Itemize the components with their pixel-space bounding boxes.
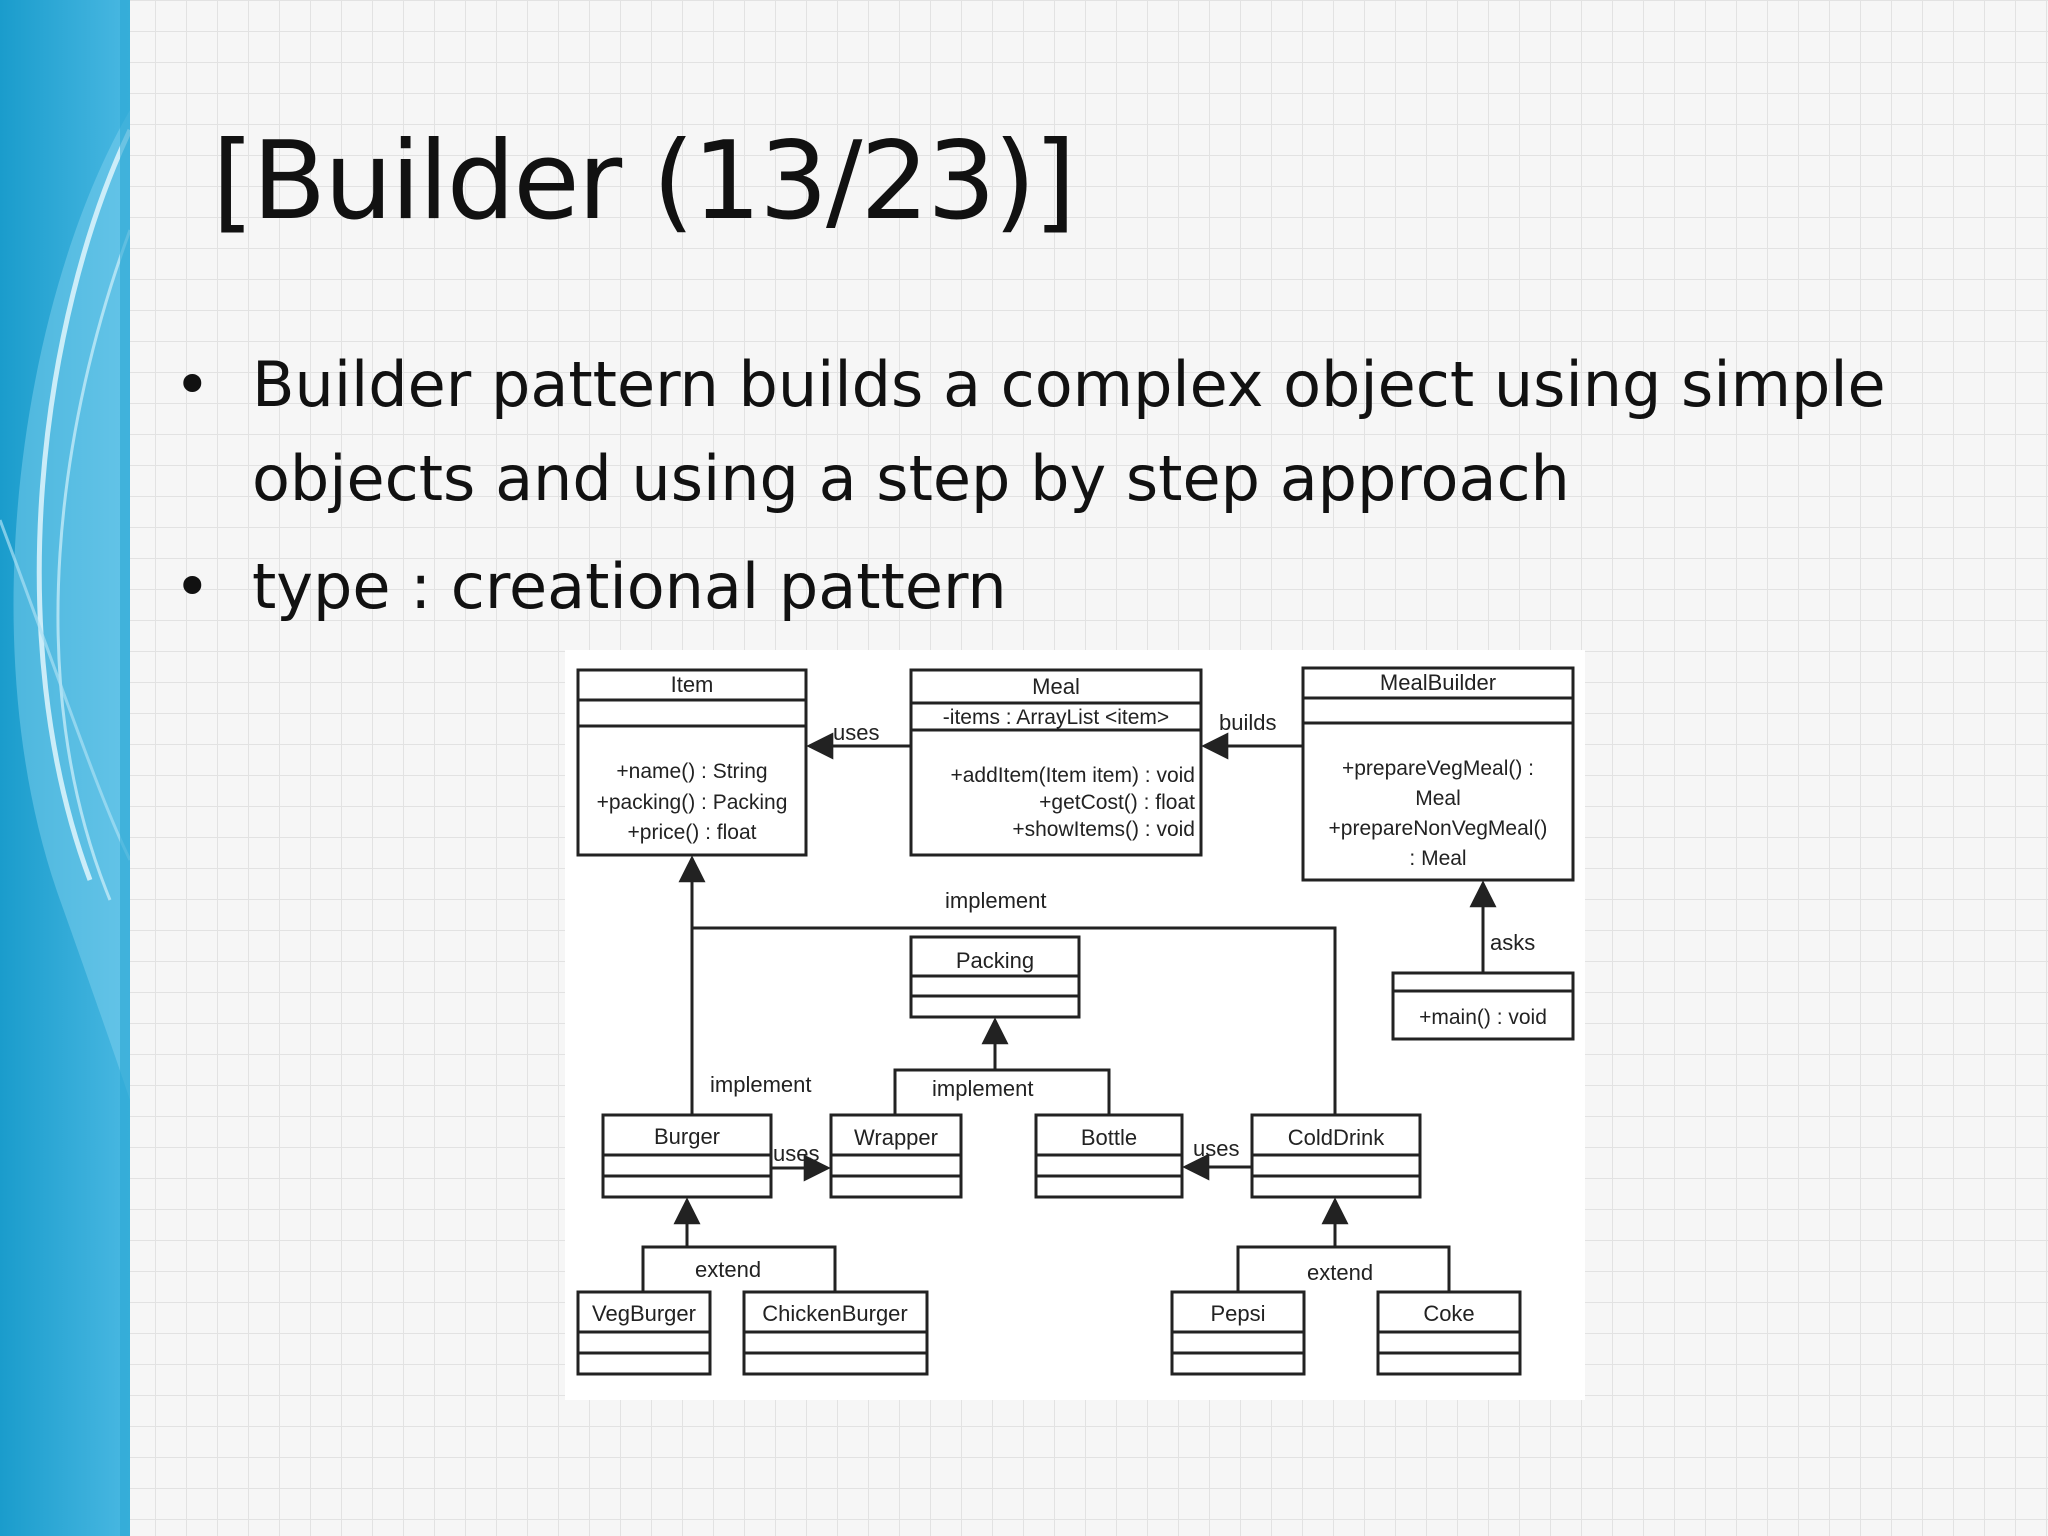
bullet-text: type : creational pattern <box>252 550 1007 623</box>
class-item-name: Item <box>671 672 714 697</box>
class-packing-name: Packing <box>956 948 1034 973</box>
implement-fork-packing <box>893 1068 1111 1115</box>
meal-method: +getCost() : float <box>1039 791 1195 814</box>
class-item-box <box>576 668 808 857</box>
extend-fork-colddrink <box>1236 1245 1451 1292</box>
label-uses: uses <box>773 1141 819 1166</box>
class-burger-name: Burger <box>654 1124 720 1149</box>
meal-attribute: -items : ArrayList <item> <box>943 706 1169 729</box>
label-asks: asks <box>1490 930 1535 955</box>
label-implement: implement <box>932 1076 1033 1101</box>
bullet-dot: • <box>174 550 211 623</box>
bullet-list: • Builder pattern builds a complex objec… <box>170 338 1990 648</box>
label-uses: uses <box>1193 1136 1239 1161</box>
bullet-dot: • <box>174 348 211 421</box>
side-decoration <box>0 0 130 1536</box>
label-uses: uses <box>833 720 879 745</box>
class-meal-box <box>909 668 1203 857</box>
label-implement: implement <box>710 1072 811 1097</box>
meal-method: +showItems() : void <box>1012 818 1195 841</box>
bullet-item: • type : creational pattern <box>170 540 1990 634</box>
uml-canvas: Item Meal MealBuilder Packing Burger Wra… <box>576 666 1575 1376</box>
bullet-item: • Builder pattern builds a complex objec… <box>170 338 1990 526</box>
class-meal-name: Meal <box>1032 674 1080 699</box>
class-chickenburger-name: ChickenBurger <box>762 1301 908 1326</box>
class-wrapper-name: Wrapper <box>854 1125 938 1150</box>
class-mealbuilder-box <box>1301 666 1575 882</box>
class-bottle-name: Bottle <box>1081 1125 1137 1150</box>
mealbuilder-method: Meal <box>1415 787 1461 810</box>
mealbuilder-method: : Meal <box>1409 847 1466 870</box>
meal-method: +addItem(Item item) : void <box>950 764 1195 787</box>
item-method: +name() : String <box>616 760 767 783</box>
label-builds: builds <box>1219 710 1276 735</box>
item-method: +price() : float <box>628 821 757 844</box>
implement-line-colddrink <box>692 926 1337 1115</box>
uml-diagram: Item Meal MealBuilder Packing Burger Wra… <box>565 650 1585 1400</box>
class-coke-name: Coke <box>1423 1301 1474 1326</box>
extend-fork-burger <box>641 1245 837 1292</box>
item-method: +packing() : Packing <box>597 791 788 814</box>
label-implement: implement <box>945 888 1046 913</box>
demo-method: +main() : void <box>1419 1006 1547 1029</box>
slide-title: [Builder (13/23)] <box>212 119 1076 244</box>
mealbuilder-method: +prepareVegMeal() : <box>1342 757 1534 780</box>
label-extend: extend <box>1307 1260 1373 1285</box>
mealbuilder-method: +prepareNonVegMeal() <box>1329 817 1548 840</box>
class-mealbuilder-name: MealBuilder <box>1380 670 1496 695</box>
bullet-text: Builder pattern builds a complex object … <box>252 348 1886 515</box>
class-pepsi-name: Pepsi <box>1210 1301 1265 1326</box>
class-vegburger-name: VegBurger <box>592 1301 696 1326</box>
label-extend: extend <box>695 1257 761 1282</box>
class-colddrink-name: ColdDrink <box>1288 1125 1386 1150</box>
